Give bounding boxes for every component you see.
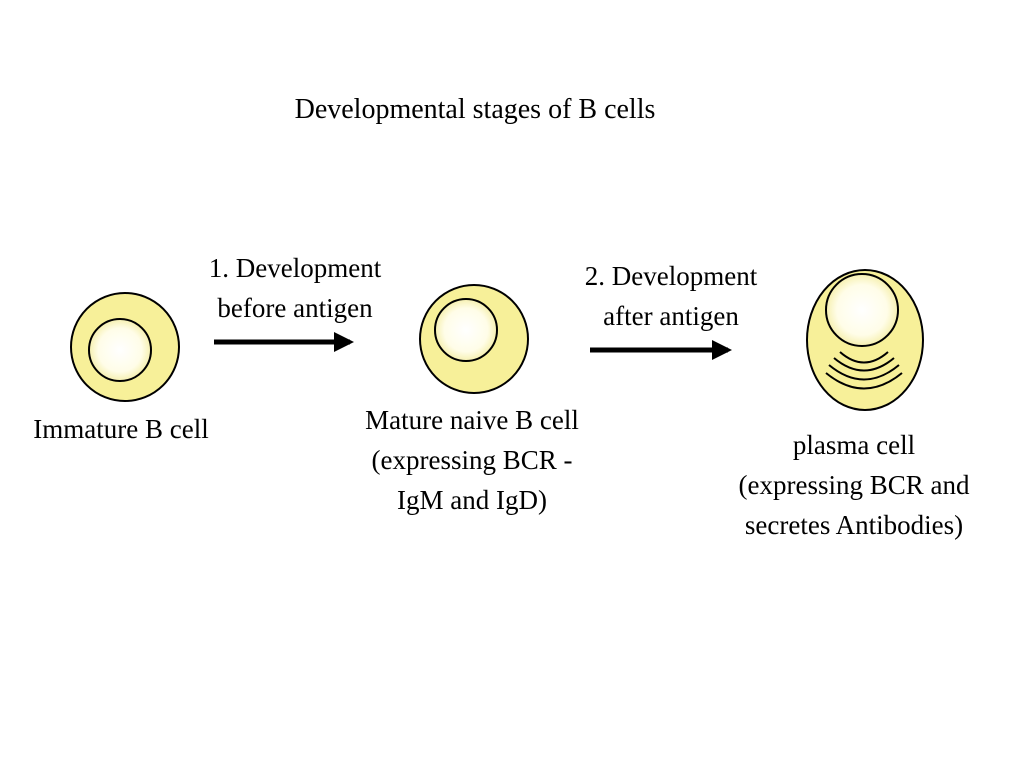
transition-2-line-2: after antigen — [603, 301, 739, 331]
plasma-line-3: secretes Antibodies) — [744, 510, 964, 540]
plasma-line-1: plasma cell — [792, 430, 916, 460]
diagram-title: Developmental stages of B cells — [294, 94, 656, 125]
immature-line-1: Immature B cell — [33, 414, 209, 444]
transition-1-line-2: before antigen — [217, 293, 373, 323]
mature-naive-b-cell-icon — [419, 284, 529, 394]
mature-line-2: (expressing BCR - — [371, 445, 573, 475]
immature-b-cell-icon — [70, 292, 180, 402]
endoplasmic-reticulum-icon — [825, 351, 903, 390]
transition-1-line-1: 1. Development — [208, 253, 382, 283]
mature-naive-b-cell-label: Mature naive B cell (expressing BCR - Ig… — [322, 400, 622, 520]
mature-line-3: IgM and IgD) — [397, 485, 547, 515]
mature-line-1: Mature naive B cell — [365, 405, 579, 435]
immature-b-cell-label: Immature B cell — [0, 409, 242, 449]
plasma-cell-label: plasma cell (expressing BCR and secretes… — [694, 425, 1014, 545]
plasma-line-2: (expressing BCR and — [738, 470, 970, 500]
transition-2-label: 2. Development after antigen — [546, 256, 796, 336]
transition-1-label: 1. Development before antigen — [170, 248, 420, 328]
plasma-cell-icon — [806, 269, 924, 411]
transition-2-line-1: 2. Development — [584, 261, 758, 291]
